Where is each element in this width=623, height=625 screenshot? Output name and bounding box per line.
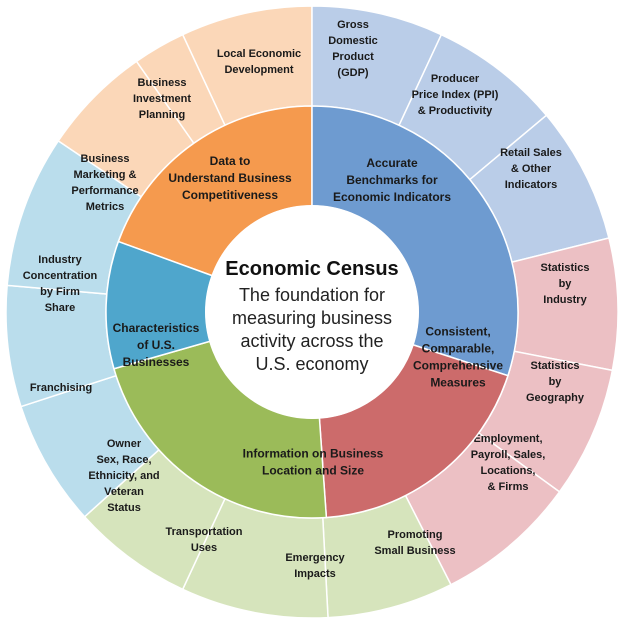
inner-label-benchmarks-line: Economic Indicators xyxy=(333,190,451,204)
outer-label-emergency-impacts-line: Emergency xyxy=(285,552,345,564)
outer-label-franchising-line: Franchising xyxy=(30,382,92,394)
outer-label-business-investment-line: Business xyxy=(138,77,187,89)
center-hub: Economic Census The foundation for measur… xyxy=(205,205,419,419)
center-subtitle-line: U.S. economy xyxy=(255,354,368,374)
outer-label-employment-payroll-line: Employment, xyxy=(473,433,542,445)
outer-label-owner-demographics-line: Veteran xyxy=(104,486,144,498)
outer-label-statistics-by-geography-line: Geography xyxy=(526,392,585,404)
outer-label-business-marketing-line: Business xyxy=(81,153,130,165)
inner-label-data-line: Understand Business xyxy=(168,171,292,185)
outer-label-business-investment-line: Investment xyxy=(133,93,191,105)
outer-label-statistics-by-industry-line: by xyxy=(559,278,573,290)
outer-label-ppi-line: & Productivity xyxy=(418,105,493,117)
center-subtitle-line: The foundation for xyxy=(239,285,385,305)
outer-label-employment-payroll-line: Locations, xyxy=(480,465,535,477)
outer-label-business-marketing-line: Performance xyxy=(71,185,138,197)
outer-label-ppi-line: Price Index (PPI) xyxy=(412,89,499,101)
outer-label-gdp-line: Domestic xyxy=(328,35,378,47)
inner-label-data-line: Data to xyxy=(210,154,251,168)
outer-label-gdp-line: Gross xyxy=(337,19,369,31)
outer-label-industry-concentration-line: Concentration xyxy=(23,270,98,282)
outer-label-transportation-uses-line: Transportation xyxy=(165,526,242,538)
center-subtitle: The foundation for measuring business acti… xyxy=(232,285,392,374)
inner-label-consistent-line: Consistent, xyxy=(425,325,490,339)
inner-label-consistent-line: Measures xyxy=(430,376,486,390)
outer-label-industry-concentration-line: by Firm xyxy=(40,286,80,298)
outer-label-local-economic-development-line: Development xyxy=(224,64,293,76)
inner-label-benchmarks-line: Accurate xyxy=(366,156,418,170)
outer-label-retail-sales-line: Indicators xyxy=(505,179,558,191)
inner-label-characteristics: Characteristics of U.S. Businesses xyxy=(113,321,200,369)
inner-label-location-line: Location and Size xyxy=(262,464,364,478)
outer-label-owner-demographics-line: Sex, Race, xyxy=(96,454,151,466)
outer-label-ppi-line: Producer xyxy=(431,73,480,85)
outer-label-franchising: Franchising xyxy=(30,382,92,394)
inner-label-characteristics-line: Businesses xyxy=(123,355,190,369)
outer-label-business-marketing-line: Metrics xyxy=(86,201,125,213)
outer-label-promoting-small-business-line: Promoting xyxy=(388,529,443,541)
outer-label-emergency-impacts-line: Impacts xyxy=(294,568,336,580)
outer-label-local-economic-development-line: Local Economic xyxy=(217,48,301,60)
outer-label-gdp-line: (GDP) xyxy=(337,67,369,79)
outer-label-owner-demographics-line: Ethnicity, and xyxy=(88,470,159,482)
center-title: Economic Census xyxy=(225,258,398,280)
outer-label-statistics-by-geography-line: Statistics xyxy=(531,360,580,372)
center-circle xyxy=(205,205,419,419)
outer-label-retail-sales-line: Retail Sales xyxy=(500,147,562,159)
inner-label-data-line: Competitiveness xyxy=(182,188,278,202)
outer-label-statistics-by-geography-line: by xyxy=(549,376,563,388)
inner-label-consistent-line: Comparable, xyxy=(422,342,495,356)
outer-label-statistics-by-industry-line: Statistics xyxy=(541,262,590,274)
inner-label-consistent-line: Comprehensive xyxy=(413,359,503,373)
outer-label-owner-demographics-line: Status xyxy=(107,502,141,514)
inner-label-benchmarks-line: Benchmarks for xyxy=(346,173,438,187)
outer-label-owner-demographics-line: Owner xyxy=(107,438,142,450)
outer-label-business-investment-line: Planning xyxy=(139,109,185,121)
inner-label-characteristics-line: of U.S. xyxy=(137,338,175,352)
outer-label-promoting-small-business-line: Small Business xyxy=(374,545,455,557)
outer-label-employment-payroll-line: Payroll, Sales, xyxy=(471,449,546,461)
outer-label-retail-sales-line: & Other xyxy=(511,163,552,175)
outer-label-industry-concentration-line: Industry xyxy=(38,254,82,266)
center-subtitle-line: activity across the xyxy=(240,331,383,351)
outer-label-gdp-line: Product xyxy=(332,51,374,63)
outer-label-industry-concentration-line: Share xyxy=(45,302,76,314)
outer-label-employment-payroll-line: & Firms xyxy=(488,481,529,493)
outer-label-statistics-by-industry-line: Industry xyxy=(543,294,587,306)
outer-label-business-marketing-line: Marketing & xyxy=(74,169,137,181)
outer-label-transportation-uses-line: Uses xyxy=(191,542,217,554)
inner-label-characteristics-line: Characteristics xyxy=(113,321,200,335)
outer-label-employment-payroll: Employment, Payroll, Sales, Locations, & Fi… xyxy=(471,433,546,493)
center-subtitle-line: measuring business xyxy=(232,308,392,328)
inner-label-location-line: Information on Business xyxy=(243,447,384,461)
